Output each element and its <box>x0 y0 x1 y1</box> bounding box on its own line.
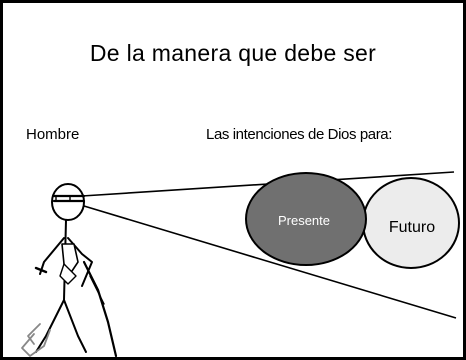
futuro-circle: Futuro <box>362 177 460 269</box>
lower-sight-line <box>83 205 457 319</box>
futuro-label: Futuro <box>389 219 435 236</box>
figure-left-leg <box>35 299 65 353</box>
figure-blindfold <box>52 194 86 203</box>
presente-circle: Presente <box>245 172 367 266</box>
intenciones-label: Las intenciones de Dios para: <box>206 126 393 143</box>
presente-label: Presente <box>278 213 330 228</box>
hombre-stick-figure <box>21 183 118 358</box>
figure-left-arm <box>39 237 65 275</box>
hombre-label: Hombre <box>26 126 80 143</box>
slide-title: De la manera que debe ser <box>89 40 377 66</box>
figure-cane <box>82 260 118 358</box>
figure-right-leg <box>63 299 87 353</box>
